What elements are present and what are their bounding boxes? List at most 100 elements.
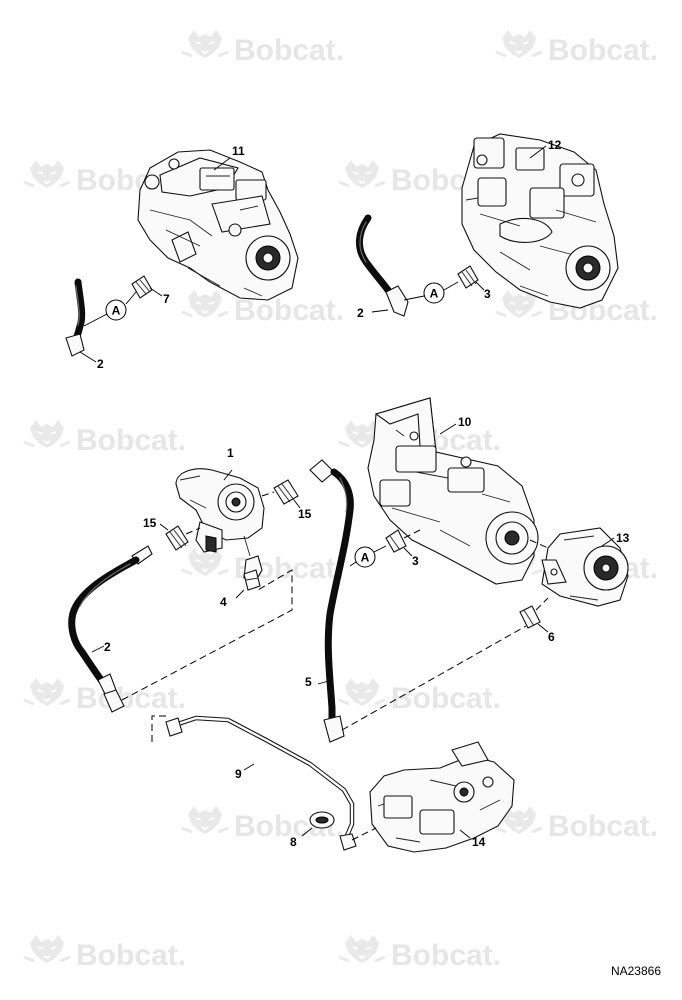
callout-13: 13 bbox=[616, 531, 630, 545]
dash-line-14 bbox=[351, 827, 377, 841]
leader-15-right bbox=[293, 499, 301, 509]
pump-12 bbox=[461, 133, 619, 309]
watermark-14: Bobcat. bbox=[494, 804, 658, 843]
part-8 bbox=[309, 811, 335, 829]
leader-4 bbox=[235, 589, 245, 599]
callout-15-left: 15 bbox=[143, 516, 157, 530]
connector-a-2 bbox=[423, 282, 445, 304]
watermark-9: Bobcat. bbox=[180, 546, 344, 585]
leader-2-top-left bbox=[79, 351, 97, 363]
callout-14: 14 bbox=[472, 835, 486, 849]
bobcat-head-icon bbox=[22, 676, 72, 708]
fitting-3-top bbox=[457, 265, 479, 289]
bobcat-head-icon bbox=[337, 933, 387, 965]
leader-7 bbox=[149, 287, 163, 297]
dash-line-6 bbox=[535, 597, 549, 611]
leader-13 bbox=[601, 537, 615, 547]
connector-a-label: A bbox=[361, 551, 370, 565]
callout-3-mid: 3 bbox=[412, 554, 419, 568]
watermark-text: Bobcat. bbox=[76, 424, 186, 457]
figure-id: NA23866 bbox=[611, 964, 661, 978]
dash-line-15-left bbox=[185, 527, 201, 535]
leader-3-mid bbox=[403, 547, 413, 557]
fitting-7 bbox=[131, 275, 153, 299]
callout-8: 8 bbox=[290, 835, 297, 849]
dash-line-13 bbox=[529, 539, 549, 549]
connector-a-3 bbox=[354, 546, 376, 568]
leader-1 bbox=[223, 469, 233, 481]
connector-A1: A bbox=[83, 291, 137, 327]
bobcat-head-icon bbox=[22, 418, 72, 450]
callout-7: 7 bbox=[163, 292, 170, 306]
callout-15-right: 15 bbox=[298, 507, 312, 521]
connector-A3: A bbox=[349, 545, 387, 568]
watermark-11: Bobcat. bbox=[22, 676, 186, 715]
fitting-15-left bbox=[165, 525, 189, 551]
dash-line-15-right bbox=[261, 491, 275, 497]
watermark-12: Bobcat. bbox=[337, 676, 501, 715]
valve-1 bbox=[175, 468, 265, 585]
callout-9: 9 bbox=[235, 767, 242, 781]
fitting-3-mid bbox=[385, 529, 407, 553]
leader-6 bbox=[537, 623, 549, 633]
watermark-16: Bobcat. bbox=[337, 933, 501, 972]
connector-a-label: A bbox=[112, 304, 121, 318]
leader-9 bbox=[243, 763, 255, 771]
watermark-text: Bobcat. bbox=[391, 682, 501, 715]
watermark-15: Bobcat. bbox=[22, 933, 186, 972]
watermark-text: Bobcat. bbox=[391, 939, 501, 972]
callout-5: 5 bbox=[305, 675, 312, 689]
tube-9 bbox=[165, 715, 357, 851]
callout-2-top-left: 2 bbox=[97, 357, 104, 371]
bobcat-head-icon bbox=[337, 676, 387, 708]
dash-line-9 bbox=[151, 715, 170, 742]
callout-10: 10 bbox=[458, 415, 472, 429]
fitting-15-right bbox=[273, 479, 299, 505]
fitting-6 bbox=[519, 605, 541, 629]
dash-line-3 bbox=[403, 529, 421, 539]
callout-11: 11 bbox=[232, 144, 245, 158]
callout-12: 12 bbox=[548, 138, 562, 152]
leader-10 bbox=[439, 423, 457, 435]
hose-2-top-right bbox=[356, 214, 409, 317]
motor-13 bbox=[541, 527, 629, 607]
leader-15-left bbox=[159, 523, 169, 531]
leader-3-top bbox=[475, 281, 485, 291]
watermark-text: Bobcat. bbox=[76, 682, 186, 715]
watermark-2: Bobcat. bbox=[494, 28, 658, 67]
watermark-text: Bobcat. bbox=[548, 34, 658, 67]
leader-14 bbox=[459, 829, 471, 839]
watermark-7: Bobcat. bbox=[22, 418, 186, 457]
bobcat-head-icon bbox=[180, 804, 230, 836]
connector-a-1 bbox=[105, 299, 127, 321]
connector-A2: A bbox=[403, 281, 459, 304]
bobcat-head-icon bbox=[180, 288, 230, 320]
callout-6: 6 bbox=[548, 630, 555, 644]
dash-line-5 bbox=[341, 625, 527, 731]
pump-11 bbox=[137, 149, 299, 301]
watermark-1: Bobcat. bbox=[180, 28, 344, 67]
hose-2-top-left bbox=[65, 278, 86, 357]
bobcat-head-icon bbox=[22, 933, 72, 965]
leader-5 bbox=[317, 679, 333, 685]
bobcat-head-icon bbox=[22, 158, 72, 190]
leader-12 bbox=[529, 145, 547, 159]
watermark-text: Bobcat. bbox=[234, 34, 344, 67]
watermark-5: Bobcat. bbox=[180, 288, 344, 327]
leader-11 bbox=[213, 157, 231, 171]
dash-line-2 bbox=[121, 569, 293, 701]
pump-10 bbox=[367, 397, 539, 585]
watermark-text: Bobcat. bbox=[548, 810, 658, 843]
callout-1: 1 bbox=[227, 446, 234, 460]
hose-5 bbox=[309, 459, 354, 743]
callout-3-top: 3 bbox=[484, 287, 491, 301]
watermark-text: Bobcat. bbox=[234, 294, 344, 327]
fitting-4 bbox=[243, 569, 261, 591]
callout-2-mid: 2 bbox=[104, 640, 111, 654]
leader-2-top-right bbox=[371, 309, 389, 313]
callout-2-top-right: 2 bbox=[357, 306, 364, 320]
bobcat-head-icon bbox=[337, 158, 387, 190]
pump-14 bbox=[369, 741, 515, 853]
